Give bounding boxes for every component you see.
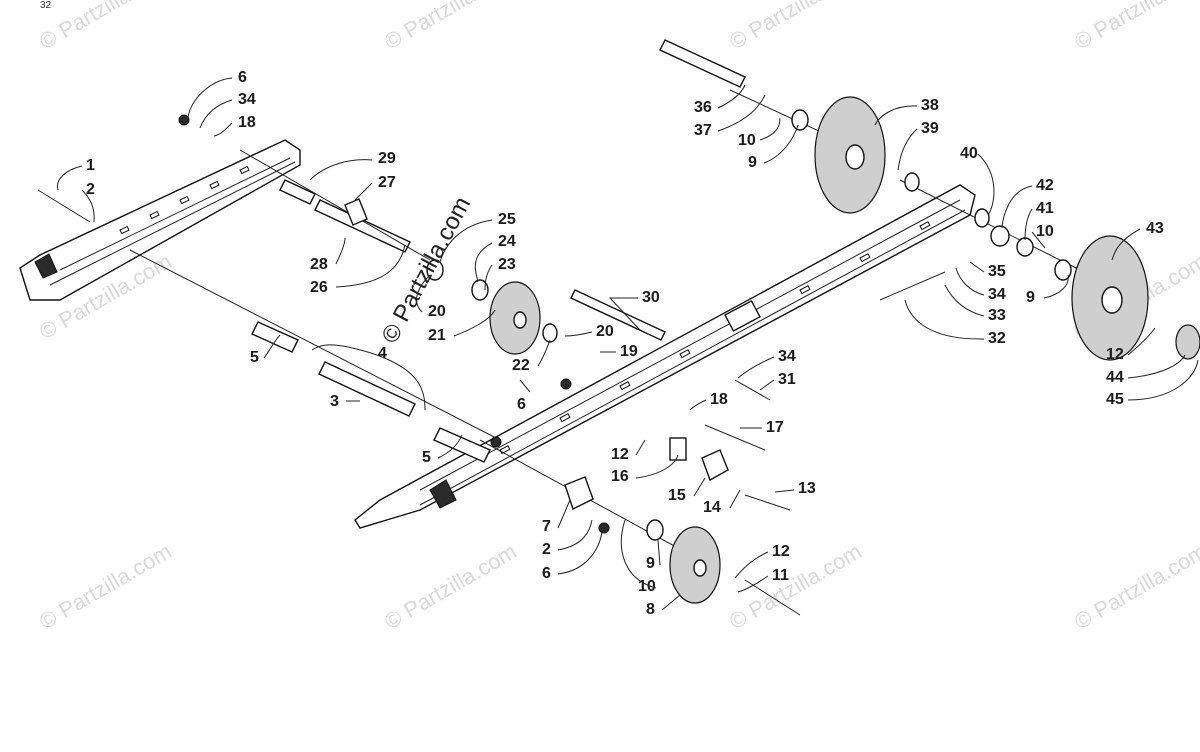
callout-label: 32 xyxy=(988,330,1006,347)
callout-label: 15 xyxy=(668,487,686,504)
callout-labels: 6 34 18 1 2 29 27 28 26 25 24 23 20 21 3… xyxy=(86,69,1164,618)
callout-label: 19 xyxy=(620,343,638,360)
left-slide-rail xyxy=(19,139,301,301)
callout-label: 28 xyxy=(310,256,328,273)
callout-label: 9 xyxy=(646,555,655,572)
callout-label: 26 xyxy=(310,279,328,296)
cap-icon xyxy=(1175,324,1200,360)
callout-label: 36 xyxy=(694,99,712,116)
callout-label: 14 xyxy=(703,499,721,516)
callout-label: 33 xyxy=(988,307,1006,324)
callout-label: 12 xyxy=(1106,346,1124,363)
callout-label: 38 xyxy=(921,97,939,114)
watermark: © Partzilla.com xyxy=(725,0,866,54)
callout-label: 4 xyxy=(378,345,387,362)
callout-label: 12 xyxy=(611,446,629,463)
callout-label: 24 xyxy=(498,233,516,250)
callout-label: 34 xyxy=(988,286,1006,303)
callout-label: 5 xyxy=(422,449,431,466)
callout-label: 39 xyxy=(921,120,939,137)
callout-label: 20 xyxy=(428,303,446,320)
callout-label: 20 xyxy=(596,323,614,340)
callout-label: 25 xyxy=(498,211,516,228)
watermark: © Partzilla.com xyxy=(1070,0,1200,54)
callout-label: 31 xyxy=(778,371,796,388)
callout-label: 1 xyxy=(86,157,95,174)
callout-label: 45 xyxy=(1106,391,1124,408)
callout-label: 30 xyxy=(642,289,660,306)
callout-label: 12 xyxy=(772,543,790,560)
callout-label: 42 xyxy=(1036,177,1054,194)
corner-mark: 32 xyxy=(40,0,52,11)
callout-label: 10 xyxy=(1036,223,1054,240)
callout-label: 2 xyxy=(86,181,95,198)
callout-label: 27 xyxy=(378,174,396,191)
callout-label: 5 xyxy=(250,349,259,366)
callout-label: 29 xyxy=(378,150,396,167)
right-slide-rail xyxy=(354,184,976,529)
callout-label: 13 xyxy=(798,480,816,497)
callout-label: 7 xyxy=(542,518,551,535)
callout-label: 17 xyxy=(766,419,784,436)
callout-label: 34 xyxy=(778,348,796,365)
hardware xyxy=(37,109,1072,616)
callout-label: 9 xyxy=(748,154,757,171)
callout-label: 34 xyxy=(238,91,256,108)
callout-label: 6 xyxy=(238,69,247,86)
callout-label: 8 xyxy=(646,601,655,618)
callout-label: 6 xyxy=(542,565,551,582)
callout-label: 18 xyxy=(710,391,728,408)
callout-label: 21 xyxy=(428,327,446,344)
idler-wheels xyxy=(489,96,1200,604)
watermark: © Partzilla.com xyxy=(35,0,176,54)
callout-label: 23 xyxy=(498,256,516,273)
callout-label: 44 xyxy=(1106,369,1124,386)
watermark: © Partzilla.com xyxy=(380,0,521,54)
leader-lines xyxy=(56,77,1199,611)
callout-label: 9 xyxy=(1026,289,1035,306)
watermark: © Partzilla.com xyxy=(380,539,521,635)
callout-label: 35 xyxy=(988,263,1006,280)
watermark: © Partzilla.com xyxy=(1070,539,1200,635)
callout-label: 37 xyxy=(694,122,712,139)
watermark: © Partzilla.com xyxy=(725,539,866,635)
callout-label: 11 xyxy=(772,567,789,584)
watermark: © Partzilla.com xyxy=(35,539,176,635)
callout-label: 43 xyxy=(1146,220,1164,237)
callout-label: 2 xyxy=(542,541,551,558)
callout-label: 22 xyxy=(512,357,530,374)
callout-label: 18 xyxy=(238,114,256,131)
callout-label: 16 xyxy=(611,468,629,485)
cross-shafts xyxy=(129,39,1081,561)
callout-label: 6 xyxy=(517,396,526,413)
callout-label: 40 xyxy=(960,145,978,162)
callout-label: 3 xyxy=(330,393,339,410)
callout-label: 10 xyxy=(638,578,656,595)
callout-label: 10 xyxy=(738,132,756,149)
callout-label: 41 xyxy=(1036,200,1054,217)
